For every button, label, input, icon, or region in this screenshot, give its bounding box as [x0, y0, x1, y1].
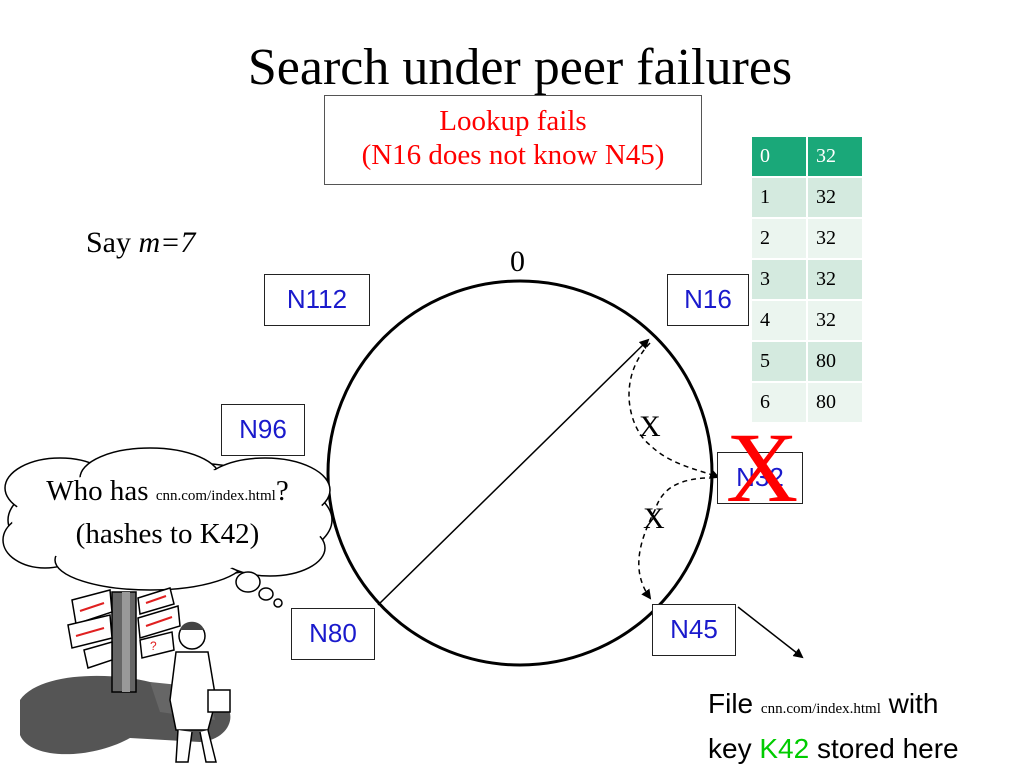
failed-hop-mark-2: X [643, 502, 665, 535]
dashed-arrow-n32-to-n45 [638, 477, 706, 600]
node-n16: N16 [667, 274, 749, 326]
query-line-1: Who has cnn.com/index.html? [0, 472, 335, 515]
query-line-2: (hashes to K42) [75, 518, 260, 550]
node-n45: N45 [652, 604, 736, 656]
parameter-label: Say m=7 [86, 226, 195, 260]
finger-index-cell: 3 [752, 259, 808, 301]
key-word: key [708, 733, 760, 764]
finger-successor-cell: 80 [807, 382, 864, 424]
finger-successor-cell: 32 [807, 137, 864, 178]
finger-successor-cell: 32 [807, 259, 864, 301]
query-url: cnn.com/index.html [155, 488, 276, 504]
file-note-line-1: File cnn.com/index.html with [708, 684, 959, 729]
callout-line-2: (N16 does not know N45) [361, 139, 665, 171]
query-text: Who has cnn.com/index.html? (hashes to K… [0, 472, 335, 553]
lookup-arrow-n80-to-n16 [377, 338, 650, 606]
lookup-fails-callout: Lookup fails (N16 does not know N45) [324, 95, 702, 185]
key-id: K42 [759, 733, 810, 764]
finger-index-cell: 1 [752, 177, 808, 219]
finger-successor-cell: 32 [807, 300, 864, 342]
query-suffix: ? [275, 475, 289, 507]
arrow-n45-to-file [737, 606, 804, 659]
finger-index-cell: 5 [752, 341, 808, 383]
finger-successor-cell: 32 [807, 177, 864, 219]
file-with-word: with [880, 688, 939, 719]
finger-index-cell: 0 [752, 137, 808, 178]
stored-here-text: stored here [809, 733, 959, 764]
svg-text:?: ? [150, 639, 157, 653]
file-note-line-2: key K42 stored here [708, 729, 959, 769]
node-n96: N96 [221, 404, 305, 456]
file-stored-note: File cnn.com/index.html with key K42 sto… [708, 684, 959, 769]
m-value: m=7 [138, 226, 196, 259]
finger-successor-cell: 32 [807, 218, 864, 260]
thought-cloud [2, 447, 333, 608]
file-url: cnn.com/index.html [760, 701, 881, 717]
finger-index-cell: 2 [752, 218, 808, 260]
finger-index-cell: 4 [752, 300, 808, 342]
node-n80: N80 [291, 608, 375, 660]
finger-index-cell: 6 [752, 382, 808, 424]
node-n32: N32 [717, 452, 803, 504]
query-prefix: Who has [46, 475, 156, 507]
node-n112: N112 [264, 274, 370, 326]
ring-origin-label: 0 [510, 245, 525, 278]
finger-successor-cell: 80 [807, 341, 864, 383]
failed-node-mark: X [726, 412, 799, 523]
callout-line-1: Lookup fails [439, 105, 587, 137]
dashed-arrow-n16-to-n32 [628, 342, 720, 479]
failed-hop-mark-1: X [639, 410, 661, 443]
file-word: File [708, 688, 761, 719]
confused-man-signpost-illustration: ? [20, 587, 231, 763]
say-prefix: Say [86, 226, 139, 259]
slide-title: Search under peer failures [247, 39, 793, 96]
